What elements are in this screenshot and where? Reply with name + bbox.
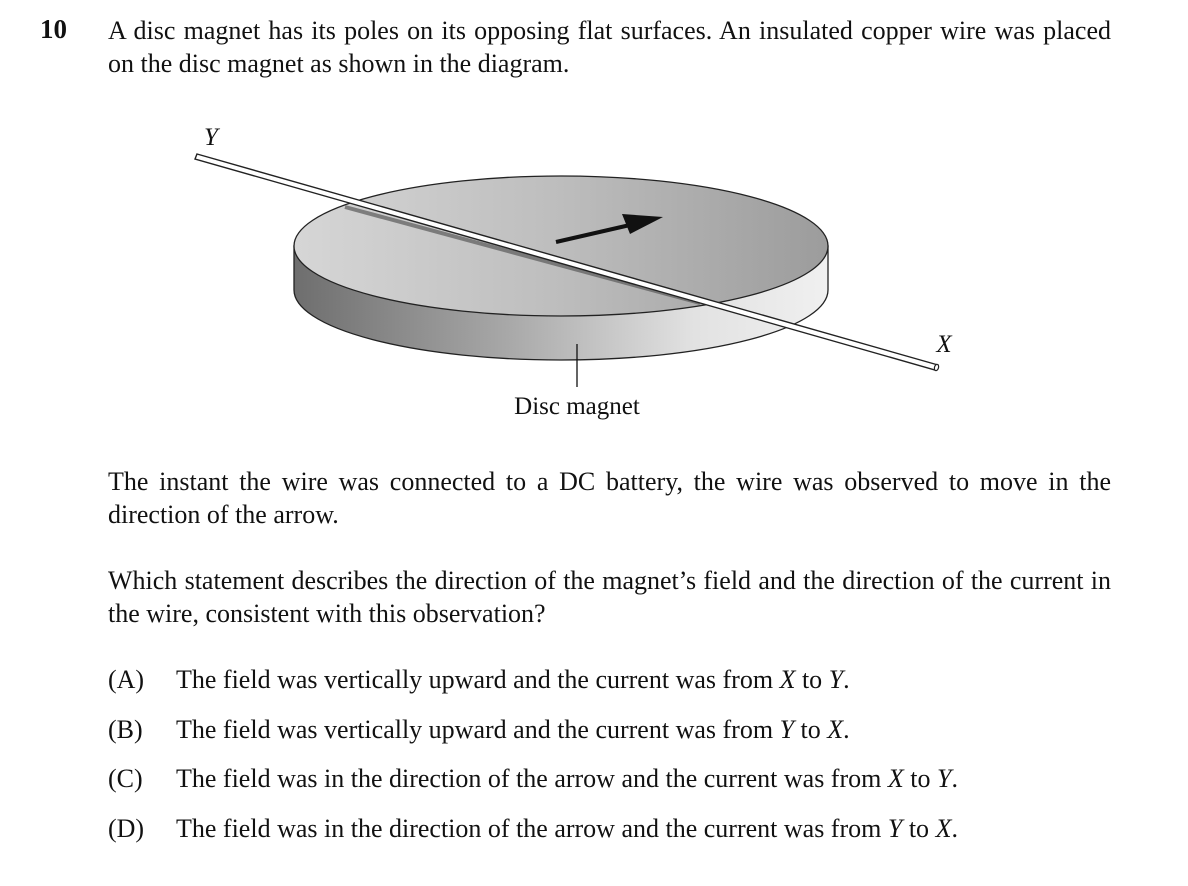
option-to: X — [827, 715, 844, 744]
option-to-word: to — [794, 715, 828, 744]
option-period: . — [951, 814, 958, 843]
label-y: Y — [204, 124, 221, 151]
disc-top — [293, 175, 829, 317]
observation-text: The instant the wire was connected to a … — [108, 467, 1111, 529]
option-to-word: to — [902, 814, 936, 843]
option-to-word: to — [795, 665, 829, 694]
wire-end-x — [933, 363, 940, 372]
option-to-word: to — [903, 764, 937, 793]
option-from: X — [779, 665, 796, 694]
option-to: Y — [828, 665, 844, 694]
option-period: . — [843, 665, 850, 694]
question-prompt: Which statement describes the direction … — [108, 566, 1111, 628]
option-b[interactable]: (B) The field was vertically upward and t… — [108, 713, 850, 746]
option-period: . — [951, 764, 958, 793]
force-arrow-shaft — [555, 223, 631, 244]
option-label: (A) — [108, 665, 145, 694]
wire-shadow — [344, 205, 701, 305]
question-number: 10 — [40, 14, 67, 44]
option-to: X — [935, 814, 952, 843]
option-from: Y — [887, 814, 903, 843]
option-from: Y — [779, 715, 795, 744]
option-text: The field was vertically upward and the … — [176, 665, 780, 694]
option-label: (C) — [108, 764, 143, 793]
option-label: (D) — [108, 814, 145, 843]
option-period: . — [843, 715, 850, 744]
question-intro: A disc magnet has its poles on its oppos… — [108, 16, 1111, 78]
option-d[interactable]: (D) The field was in the direction of the… — [108, 812, 958, 845]
force-arrow-head — [622, 214, 663, 234]
option-from: X — [887, 764, 904, 793]
option-text: The field was in the direction of the ar… — [176, 814, 888, 843]
option-label: (B) — [108, 715, 143, 744]
disc-magnet-diagram: Y X Disc magnet — [194, 124, 953, 420]
option-to: Y — [936, 764, 952, 793]
option-a[interactable]: (A) The field was vertically upward and t… — [108, 663, 850, 696]
option-text: The field was in the direction of the ar… — [176, 764, 888, 793]
option-text: The field was vertically upward and the … — [176, 715, 780, 744]
option-c[interactable]: (C) The field was in the direction of the… — [108, 762, 958, 795]
label-disc-magnet: Disc magnet — [514, 393, 640, 420]
label-x: X — [935, 331, 953, 358]
